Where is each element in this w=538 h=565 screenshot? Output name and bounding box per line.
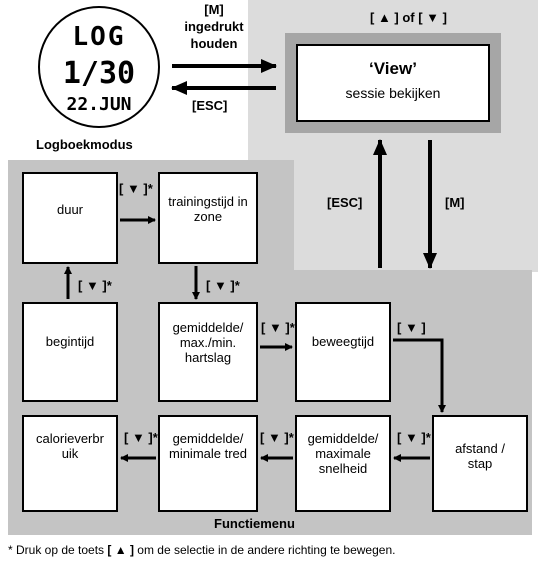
footnote-prefix: * Druk op de toets xyxy=(8,543,105,557)
arrow-label-hart-beweeg: [ ▼ ]* xyxy=(261,320,295,335)
arrow-label-begin-duur: [ ▼ ]* xyxy=(78,278,112,293)
box-snelheid: gemiddelde/ maximale snelheid xyxy=(295,415,391,512)
box-trainingstijd-label: trainingstijd in zone xyxy=(168,194,248,224)
box-beweegtijd-label: beweegtijd xyxy=(311,334,375,349)
box-hartslag: gemiddelde/ max./min. hartslag xyxy=(158,302,258,402)
box-calorieverbruik: calorieverbr uik xyxy=(22,415,118,512)
box-calorieverbruik-label: calorieverbr uik xyxy=(36,431,104,461)
box-begintijd: begintijd xyxy=(22,302,118,402)
box-begintijd-label: begintijd xyxy=(45,334,95,349)
box-afstand: afstand / stap xyxy=(432,415,528,512)
footnote: * Druk op de toets [ ▲ ] om de selectie … xyxy=(8,543,395,557)
function-menu-title: Functiemenu xyxy=(214,516,295,531)
arrow-label-afstand-snelheid: [ ▼ ]* xyxy=(397,430,431,445)
watch-line-count: 1/30 xyxy=(62,56,136,91)
box-trainingstijd: trainingstijd in zone xyxy=(158,172,258,264)
box-hartslag-label: gemiddelde/ max./min. hartslag xyxy=(172,320,244,365)
box-duur: duur xyxy=(22,172,118,264)
footnote-key: [ ▲ ] xyxy=(107,543,134,557)
box-tred: gemiddelde/ minimale tred xyxy=(158,415,258,512)
hold-m-label-line2: ingedrukt xyxy=(184,19,244,34)
hold-m-label-line3: houden xyxy=(190,36,238,51)
arrow-label-beweeg-afstand: [ ▼ ] xyxy=(397,320,426,335)
esc-label-top: [ESC] xyxy=(192,98,228,113)
arrow-label-training-hart: [ ▼ ]* xyxy=(206,278,240,293)
arrow-beweeg-afstand xyxy=(393,338,446,413)
box-duur-label: duur xyxy=(56,202,84,217)
esc-label-vertical: [ESC] xyxy=(327,195,363,210)
footnote-suffix: om de selectie in de andere richting te … xyxy=(137,543,396,557)
view-subtitle: sessie bekijken xyxy=(345,85,441,101)
watch-line-date: 22.JUN xyxy=(66,94,132,115)
watch-display: LOG 1/30 22.JUN xyxy=(38,6,160,128)
hold-m-label-line1: [M] xyxy=(204,2,224,17)
view-title: ‘View’ xyxy=(369,59,417,78)
box-afstand-label: afstand / stap xyxy=(455,441,505,471)
box-beweegtijd: beweegtijd xyxy=(295,302,391,402)
watch-caption: Logboekmodus xyxy=(36,137,133,152)
box-snelheid-label: gemiddelde/ maximale snelheid xyxy=(307,431,379,476)
arrow-label-duur-training: [ ▼ ]* xyxy=(119,181,153,196)
arrow-label-snelheid-tred: [ ▼ ]* xyxy=(260,430,294,445)
up-down-label: [ ▲ ] of [ ▼ ] xyxy=(370,10,447,25)
view-box: ‘View’ sessie bekijken xyxy=(296,44,490,122)
box-tred-label: gemiddelde/ minimale tred xyxy=(168,431,248,461)
arrow-label-tred-calorie: [ ▼ ]* xyxy=(124,430,158,445)
m-label-vertical: [M] xyxy=(445,195,465,210)
watch-line-log: LOG xyxy=(72,22,126,52)
